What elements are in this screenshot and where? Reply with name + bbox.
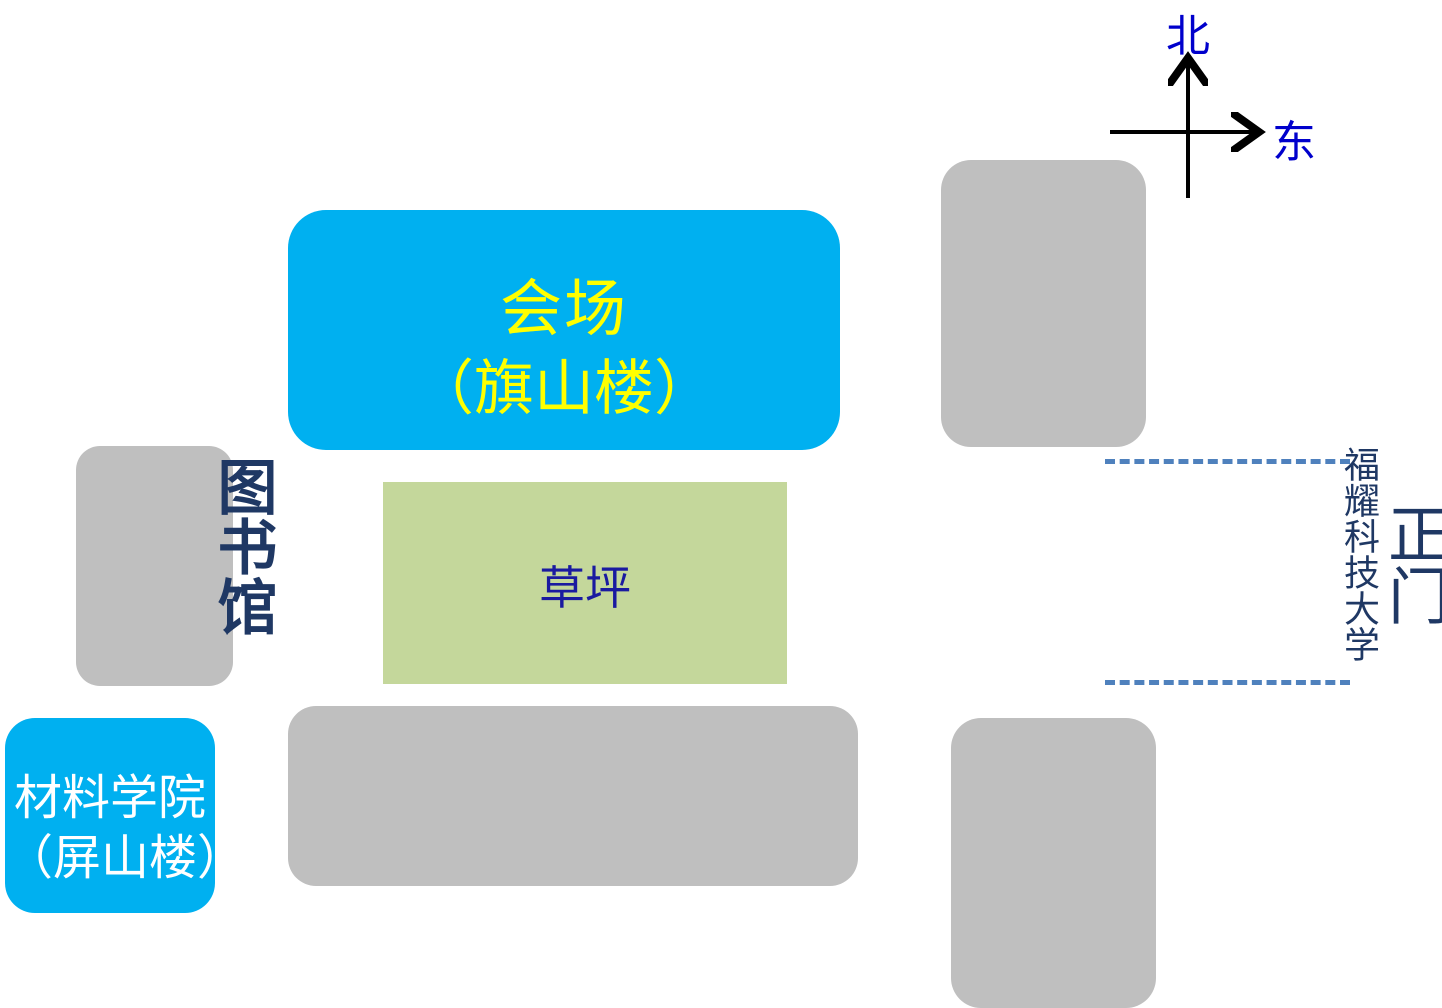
main-gate-label: 正门	[1377, 502, 1442, 626]
lawn-name: 草坪	[539, 561, 631, 615]
gate-line-top	[1105, 459, 1350, 464]
compass-east-label: 东	[1272, 117, 1316, 168]
compass-icon	[1110, 50, 1280, 198]
materials-subtitle: （屏山楼）	[5, 830, 246, 886]
library-building: 图书馆	[76, 446, 277, 686]
lawn-area: 草坪	[383, 482, 787, 684]
venue-subtitle: （旗山楼）	[414, 354, 714, 424]
library-name: 图书馆	[207, 456, 277, 636]
gate-line-bottom	[1105, 680, 1350, 685]
university-name: 福耀科技大学	[1338, 446, 1379, 662]
venue-name: 会场	[499, 272, 628, 345]
compass-north-label: 北	[1166, 11, 1210, 62]
materials-building: 材料学院 （屏山楼）	[5, 718, 246, 913]
materials-name: 材料学院	[13, 770, 206, 826]
building-south	[288, 706, 858, 886]
venue-building: 会场 （旗山楼）	[288, 210, 840, 450]
building-southeast	[951, 718, 1156, 1008]
building-northeast	[941, 160, 1146, 447]
